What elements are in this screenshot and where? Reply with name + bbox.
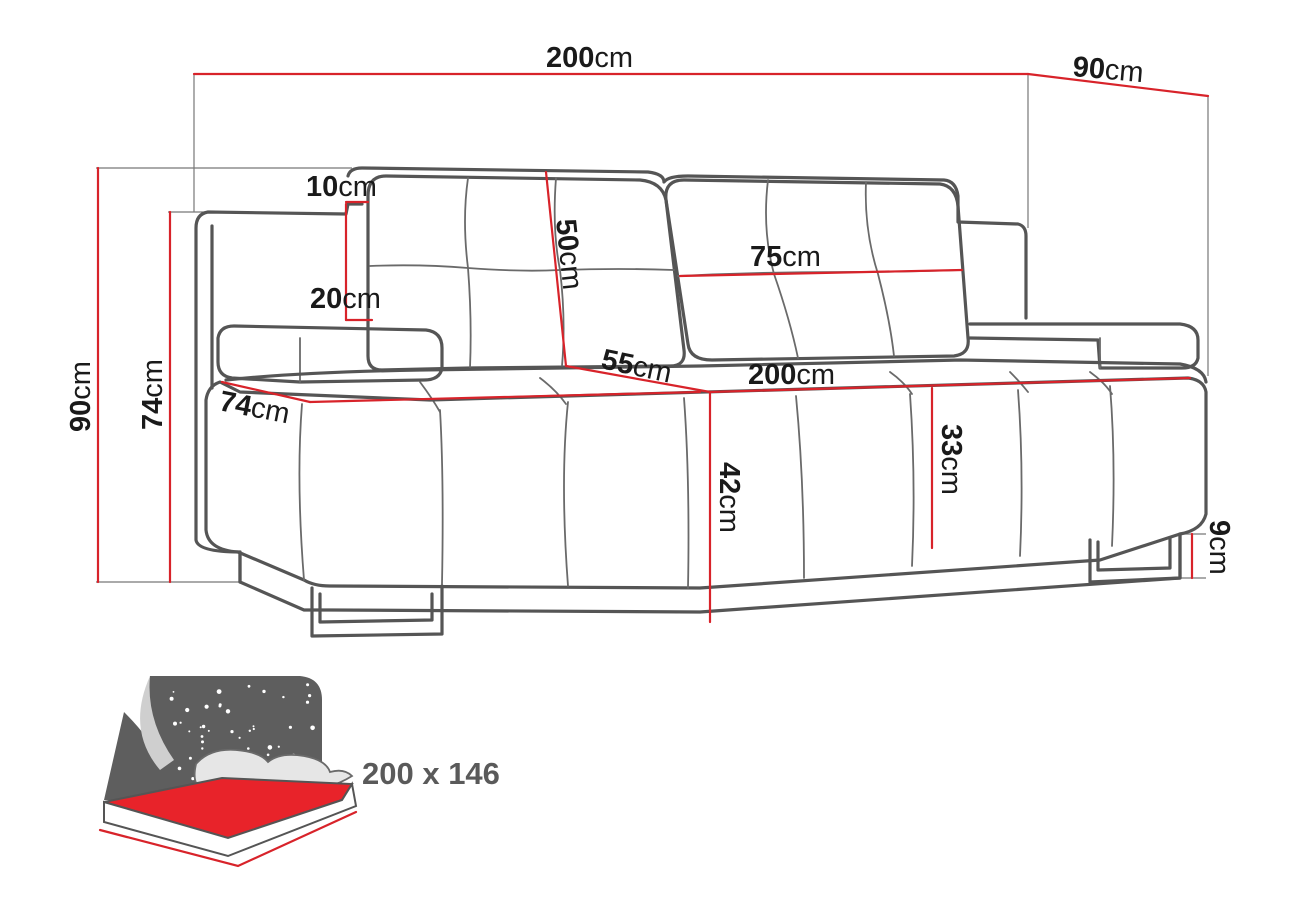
star-dot <box>306 683 310 687</box>
sofa-back-cushion-right <box>664 178 970 362</box>
star-dot <box>201 747 204 750</box>
label-cushion-width: 75cm <box>750 241 821 273</box>
star-dot <box>191 777 195 781</box>
star-dot <box>262 689 266 694</box>
sofa-seat-front <box>204 376 1208 590</box>
sofa-back-cushion-left <box>366 174 686 372</box>
stars <box>169 683 315 781</box>
star-dot <box>247 684 251 688</box>
star-dot <box>172 691 175 693</box>
star-dot <box>204 704 209 709</box>
star-dot <box>288 725 292 729</box>
sleeping-bed-icon: 200 x 146 <box>98 676 500 868</box>
star-dot <box>277 745 280 748</box>
star-dot <box>238 736 241 739</box>
dimension-lines <box>96 72 1210 624</box>
star-dot <box>247 747 250 750</box>
star-dot <box>308 694 312 698</box>
star-dot <box>252 725 255 728</box>
dimension-labels: 200cm 90cm 90cm 74cm 10cm 20cm 50cm 75cm… <box>65 42 1235 575</box>
star-dot <box>207 729 210 732</box>
sofa-leg-right <box>1088 532 1182 584</box>
star-dot <box>282 695 285 699</box>
label-total-height: 90cm <box>65 361 97 432</box>
sofa-left-arm <box>194 202 364 584</box>
star-dot <box>248 729 251 732</box>
label-seat-height: 42cm <box>713 462 745 533</box>
star-dot <box>185 707 190 713</box>
star-dot <box>266 753 270 757</box>
star-dot <box>177 766 182 771</box>
sofa-back-frame <box>346 166 1028 320</box>
label-seat-width: 200cm <box>748 359 835 391</box>
star-dot <box>199 726 202 729</box>
star-dot <box>201 724 206 729</box>
extension-lines <box>96 74 1209 583</box>
star-dot <box>188 756 192 760</box>
label-armrest-depth: 74cm <box>217 385 293 430</box>
star-dot <box>225 709 231 714</box>
label-total-depth: 90cm <box>1071 51 1144 89</box>
label-backrest-height: 50cm <box>549 217 588 291</box>
label-total-width: 200cm <box>546 42 633 74</box>
star-dot <box>169 696 174 701</box>
star-dot <box>179 721 182 724</box>
sofa-seat-top <box>224 358 1208 384</box>
star-dot <box>173 721 177 726</box>
sleeping-area-label: 200 x 146 <box>362 756 500 791</box>
label-armrest-width: 20cm <box>310 283 381 315</box>
star-dot <box>310 725 315 731</box>
mattress-side <box>103 781 358 858</box>
sofa-leg-left <box>310 584 444 638</box>
star-dot <box>188 730 191 733</box>
star-dot <box>305 700 310 704</box>
label-leg-height: 9cm <box>1203 520 1235 575</box>
star-dot <box>252 727 255 731</box>
star-dot <box>267 745 273 750</box>
star-dot <box>216 689 222 694</box>
label-seat-depth: 55cm <box>599 344 675 390</box>
star-dot <box>201 740 204 744</box>
star-dot <box>218 704 222 708</box>
star-dot <box>200 735 204 738</box>
sofa-right-armrest-pad <box>968 322 1200 370</box>
label-base-height: 33cm <box>935 424 967 495</box>
label-armrest-height: 74cm <box>137 359 169 430</box>
label-backrest-step: 10cm <box>306 171 377 203</box>
star-dot <box>230 730 234 734</box>
